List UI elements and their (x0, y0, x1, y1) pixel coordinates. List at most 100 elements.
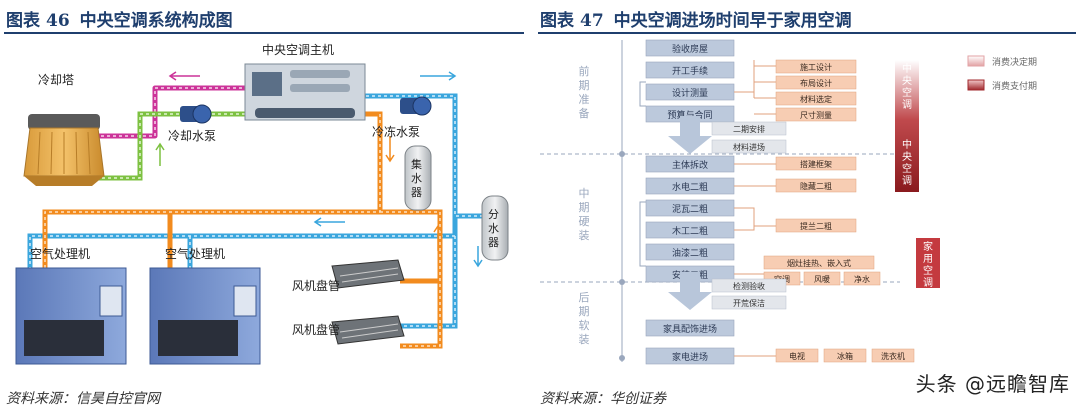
step-label: 家电进场 (672, 351, 708, 363)
step-label: 水电二粗 (672, 181, 708, 193)
step-box: 设计测量 (645, 83, 735, 101)
sub-plumbing: 隐藏二粗 (775, 178, 857, 193)
label-chilled-pump: 冷冻水泵 (372, 124, 420, 139)
sub-design-0-label: 施工设计 (800, 62, 832, 72)
step-label: 家具配饰进场 (663, 323, 717, 335)
sub-install-item-2-label: 净水 (854, 274, 870, 284)
cooling-tower-icon (23, 114, 105, 186)
step-box-bg (645, 61, 735, 79)
step-box: 主体拆改 (645, 155, 735, 173)
step-box: 水电二粗 (645, 177, 735, 195)
sub-design-3: 尺寸测量 (775, 107, 857, 122)
sub-after-budget-label: 二期安排 (733, 124, 765, 134)
label-ahu-2: 空气处理机 (165, 246, 225, 261)
label-collector-3: 器 (411, 186, 422, 199)
label-collector-1: 集 (411, 157, 422, 171)
step-label: 主体拆改 (672, 159, 708, 171)
left-title-number: 46 (46, 11, 70, 31)
arrow-blue-left-icon (313, 217, 345, 227)
left-title-text: 中央空调系统构成图 (79, 11, 233, 31)
arrow-blue-down-icon (473, 246, 483, 268)
water-collector-tank-icon (404, 145, 432, 211)
phase-char: 期 (579, 79, 590, 92)
step-box-bg (645, 243, 735, 261)
sub-carpentry-label: 提兰二粗 (800, 221, 832, 231)
central-ac-bar (895, 60, 919, 192)
cooling-water-pump-icon (180, 104, 212, 124)
sub-install-item-1-label: 风暖 (814, 275, 830, 284)
right-title-number: 47 (580, 11, 604, 31)
sub-install-item-1: 风暖 (803, 271, 841, 286)
legend: 消费决定期 消费支付期 (967, 55, 1037, 92)
step-label: 设计测量 (672, 87, 708, 99)
left-title-label: 图表 (6, 11, 40, 31)
sub-after-install-label: 检测验收 (733, 281, 765, 291)
hvac-system-diagram: 冷却塔 中央空调主机 冷却水泵 冷冻水泵 集 水 器 分 水 器 空气处理机 (15, 42, 509, 365)
flow-arrows (155, 71, 483, 268)
sub-design-0: 施工设计 (775, 59, 857, 74)
phase-char: 中 (579, 187, 590, 200)
step-box: 油漆二粗 (645, 243, 735, 261)
step-label: 验收房屋 (672, 43, 708, 55)
bar-char: 中 (902, 138, 912, 151)
step-box: 家具配饰进场 (645, 319, 735, 337)
arrow-green-icon (155, 142, 165, 166)
sub-carpentry: 提兰二粗 (775, 218, 857, 233)
air-handling-unit-2-icon (149, 267, 261, 365)
label-cooling-tower: 冷却塔 (38, 73, 74, 87)
sub-demolition: 搭建框架 (775, 156, 857, 171)
chilled-water-pipe-blue (27, 93, 482, 329)
sub-install-item-2: 净水 (843, 271, 881, 286)
label-distributor-1: 分 (488, 208, 499, 221)
bar-char: 空 (902, 86, 912, 99)
label-ahu-1: 空气处理机 (30, 246, 90, 261)
legend-swatch-1 (967, 55, 985, 67)
phase-char: 后 (579, 291, 590, 304)
sub-appliance-0: 电视 (775, 348, 819, 363)
sub-after-budget-label: 材料进场 (733, 142, 765, 152)
sub-appliance-1-label: 冰箱 (837, 351, 853, 361)
step-box: 验收房屋 (645, 39, 735, 57)
label-fcu-2: 风机盘管 (292, 322, 340, 337)
return-water-pipe-orange (42, 111, 443, 349)
step-box-bg (645, 39, 735, 57)
step-label: 油漆二粗 (672, 247, 708, 259)
bar-char: 央 (902, 74, 912, 87)
sub-appliance-2: 洗衣机 (871, 348, 915, 363)
sub-design-2-label: 材料选定 (800, 94, 832, 104)
sub-install-top-label: 烟灶挂热、嵌入式 (787, 258, 851, 268)
sub-design-1: 布局设计 (775, 75, 857, 90)
arrow-orange-up-icon (433, 224, 443, 251)
right-source: 资料来源：华创证券 (540, 391, 666, 407)
sub-after-install-0: 检测验收 (711, 278, 787, 293)
label-distributor-3: 器 (488, 236, 499, 249)
legend-label-2: 消费支付期 (992, 80, 1037, 92)
phase-char: 期 (579, 305, 590, 318)
legend-swatch-2 (967, 79, 985, 91)
sub-step-boxes: 施工设计布局设计材料选定尺寸测量二期安排材料进场搭建框架隐藏二粗提兰二粗烟灶挂热… (711, 59, 915, 363)
fan-coil-unit-2-icon (331, 315, 405, 345)
step-label: 泥瓦二粗 (672, 203, 708, 215)
sub-design-1-label: 布局设计 (800, 78, 832, 88)
sub-design-2: 材料选定 (775, 91, 857, 106)
bar-char: 用 (923, 254, 933, 265)
label-main-unit: 中央空调主机 (262, 42, 334, 57)
phase-arrow-1-icon (668, 116, 712, 154)
step-connectors (639, 81, 646, 267)
phase-char: 前 (579, 64, 590, 78)
step-box: 木工二粗 (645, 221, 735, 239)
air-handling-unit-1-icon (15, 267, 127, 365)
sub-appliance-2-label: 洗衣机 (881, 351, 905, 361)
bar-char: 空 (923, 264, 933, 277)
phase-char: 装 (579, 333, 590, 346)
sub-appliance-1: 冰箱 (823, 348, 867, 363)
bar-char: 调 (923, 277, 933, 289)
step-box: 开工手续 (645, 61, 735, 79)
sub-after-budget-1: 材料进场 (711, 139, 787, 154)
step-label: 木工二粗 (672, 225, 708, 237)
